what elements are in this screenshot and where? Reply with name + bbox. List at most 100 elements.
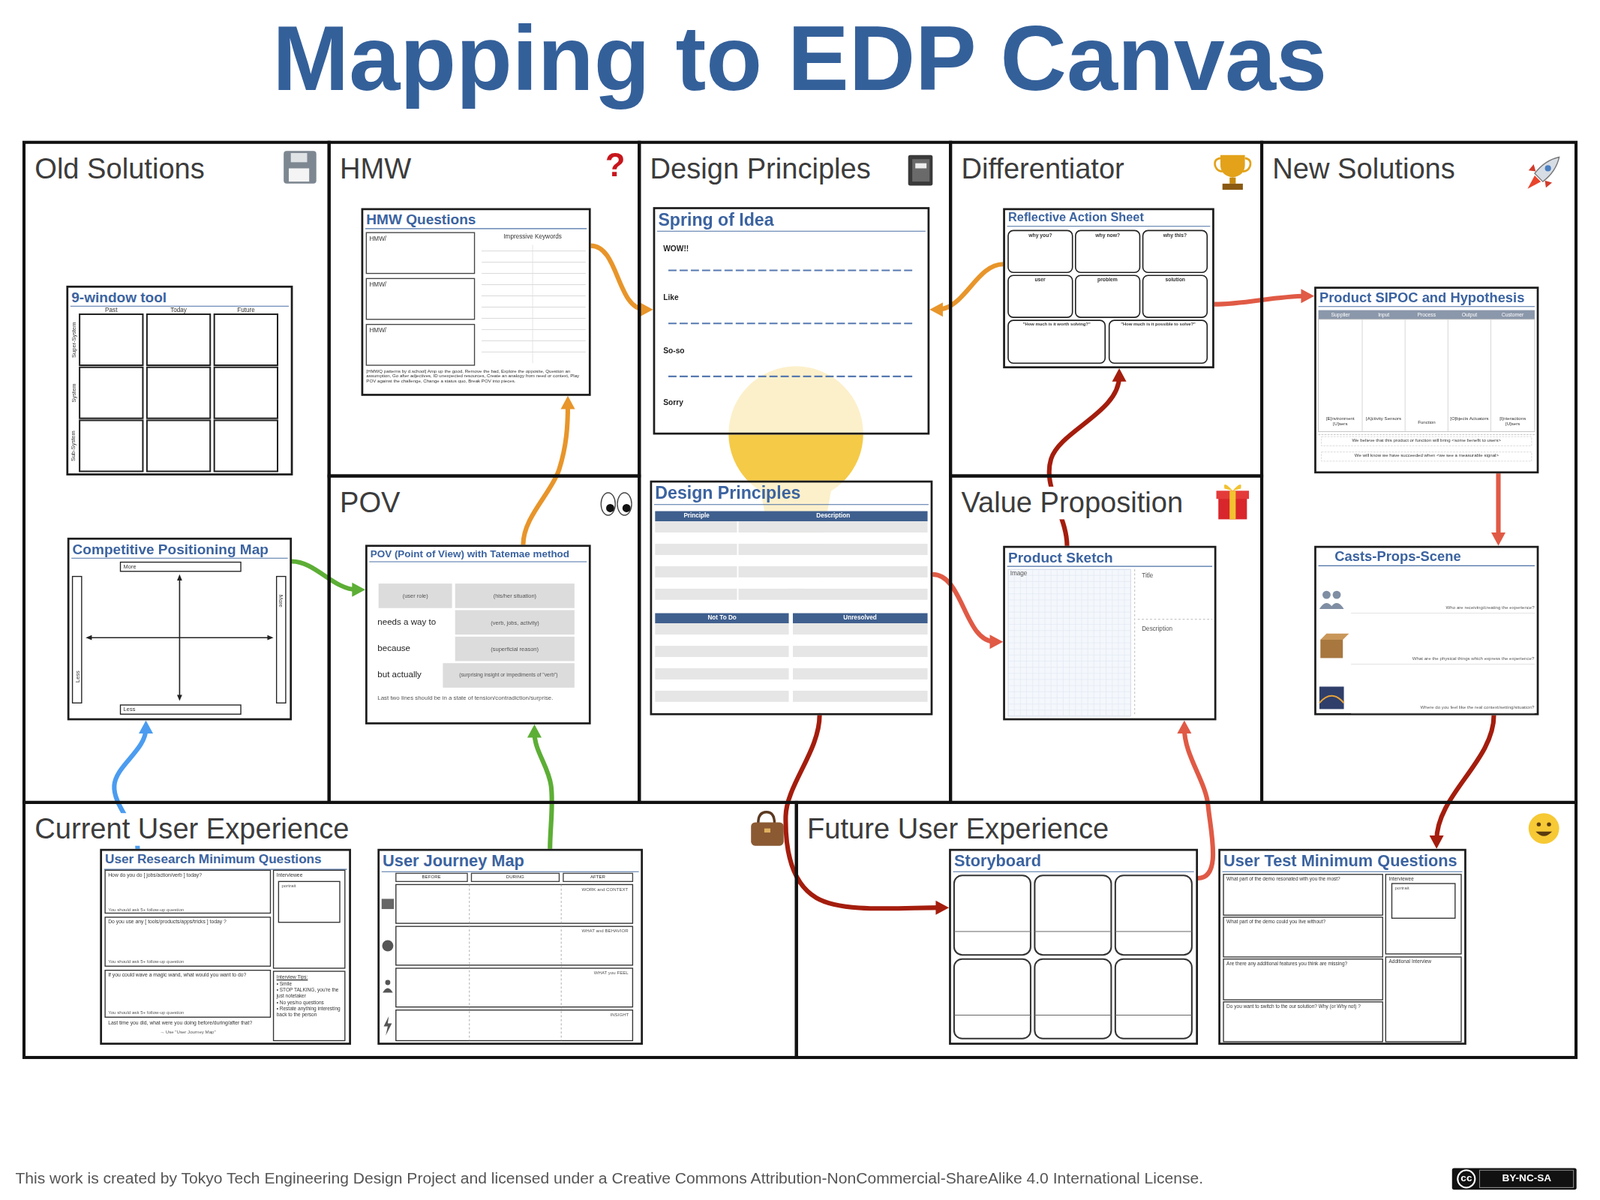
hypothesis-box [1321,452,1532,462]
card-title: Product SIPOC and Hypothesis [1319,289,1525,306]
title-rule [1318,306,1535,307]
arrow-head [351,582,366,598]
table-row [654,690,789,703]
sketch-grid [1008,587,1131,589]
card-title: POV (Point of View) with Tatemae method [370,547,570,559]
template-label: Super-System [70,321,78,358]
title-rule [657,231,926,232]
reflection-box [1109,320,1208,364]
template-label: (his/her situation) [493,592,537,600]
section-heading: Future User Experience [804,813,1112,847]
arrow-head [929,302,943,317]
arrow-head [1300,288,1315,304]
arrow-head [1112,368,1127,382]
lightning-icon [383,1016,392,1036]
template-label: Today [170,306,187,314]
sketch-grid [1008,703,1131,705]
card-drawing [1002,546,1216,721]
smiley-icon [1536,822,1541,826]
template-label: You should ask 5+ follow-up question [108,1010,184,1016]
flow-arrow [932,574,1003,649]
canvas-section: HMWHMW Questions [327,141,642,478]
template-label: [O]bjects Actuators [1449,416,1490,422]
sketch-grid [1008,581,1131,583]
template-label: You should ask 5+ follow-up question [108,906,184,913]
canvas-section: Future User ExperienceStoryboard User Tes… [795,801,1578,1060]
table-row [654,679,789,691]
template-label: [A]ctivity Sensors [1362,416,1404,422]
template-label: Who are receiving/creating the experienc… [1446,605,1535,611]
tips-box [273,971,346,1042]
card-title: User Test Minimum Questions [1223,852,1458,871]
sketch-grid [1008,618,1131,619]
template-label: Less [73,670,81,683]
arrow-head [527,724,542,739]
template-label: What part of the demo resonated with you… [1226,876,1341,883]
title-rule [365,228,587,229]
template-label: [HMWQ patterns by d.school] Amp up the g… [366,368,586,385]
keyword-line [481,250,586,252]
section-heading: Old Solutions [31,153,208,187]
template-label: but actually [377,670,421,681]
card-drawing [66,285,293,476]
reflection-box [1008,230,1073,273]
card-title: Storyboard [954,852,1042,871]
sketch-area [1008,569,1131,717]
arrow-line [1436,715,1494,841]
card-title: Product Sketch [1008,549,1114,566]
table-header [654,511,928,523]
template-label: Image [1010,570,1028,577]
template-label: user [1034,277,1045,284]
template-label: "How much is it worth solving?" [1023,322,1091,328]
smiley-icon [1546,822,1551,826]
template-label: Sub-System [70,430,78,462]
fill-in-box [455,636,575,662]
template-label: More [123,563,137,571]
handbag-icon [764,828,771,833]
table-row [654,588,928,601]
keyword-line [481,340,586,342]
template-label: (surprising insight or impediments of "v… [459,672,558,679]
arrow-line [591,246,646,310]
template-label: solution [1164,277,1185,284]
canvas-section: DifferentiatorReflective Action Sheet [948,141,1264,478]
eyes-icon [622,504,631,513]
idea-divider [668,322,915,325]
arrow-head [990,634,1004,649]
arrow-head [639,302,654,317]
flow-arrow [1491,473,1506,547]
window-cell [147,367,211,419]
axis-label-box [276,576,286,704]
table-row [654,645,789,658]
trophy-icon [1242,158,1251,172]
section-heading: Design Principles [646,153,874,187]
template-card: Casts-Props-Scene [1314,546,1539,716]
template-label: why this? [1163,232,1187,239]
canvas-section: Old Solutions9-window toolCompetitive Po… [22,141,331,805]
panel-rule [1115,930,1192,932]
arrow-head [1491,532,1506,547]
sketch-grid [1008,606,1131,607]
keyword-line [481,329,586,331]
arrow-line [785,715,941,910]
head-icon [381,940,394,952]
template-label: Like [663,294,679,304]
fill-in-box [378,583,453,609]
interviewee-box [1385,874,1462,955]
template-label: Future [237,306,256,314]
window-cell [214,420,278,472]
trophy-icon [1222,183,1243,190]
answer-line [1350,663,1535,665]
reflection-box [1008,275,1073,318]
question-box [105,917,271,967]
fill-in-box [455,609,575,635]
question-box [1223,874,1383,916]
template-label: (verb, jobs, activity) [490,618,539,626]
keyword-line [481,306,586,308]
sipoc-column [1490,319,1492,433]
table-row [792,623,928,635]
handbag-icon [758,812,775,824]
template-label: Do you use any [ tools/products/apps/tri… [108,919,227,926]
table-row [654,657,789,669]
sketch-grid [1008,612,1131,613]
